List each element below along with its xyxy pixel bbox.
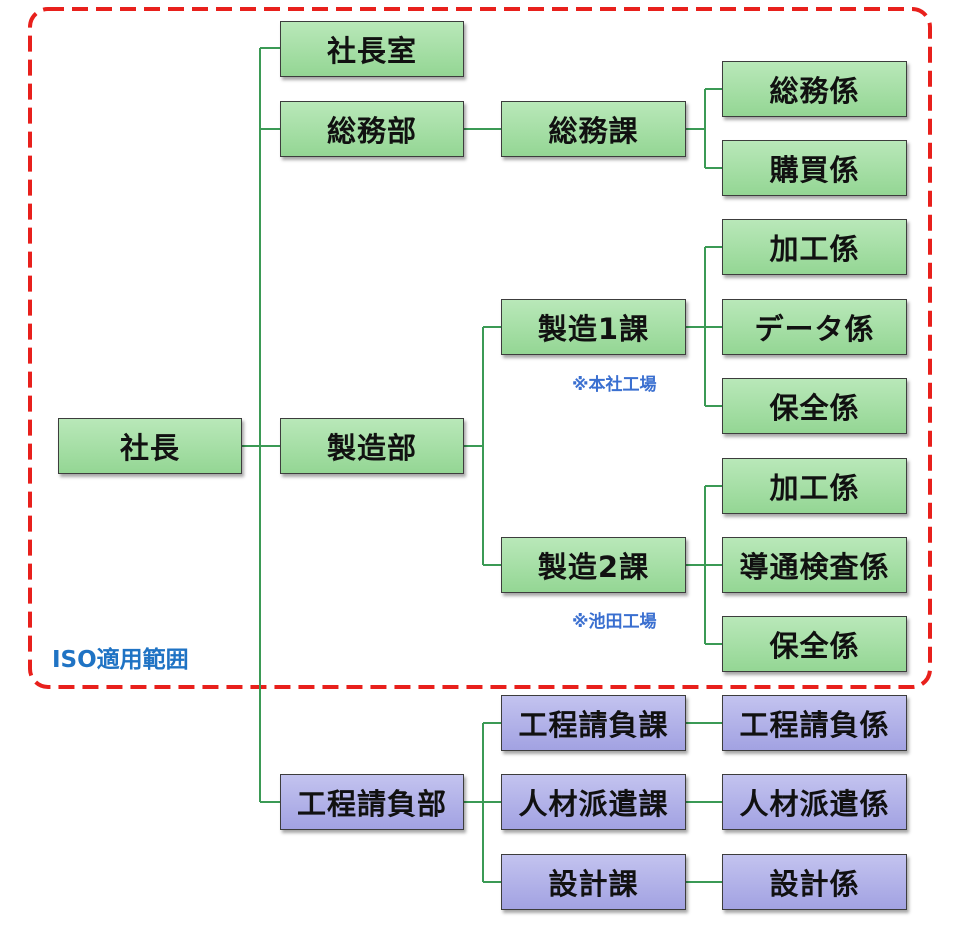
staffing-section-box: 人材派遣課	[501, 774, 686, 830]
executive-office-box: 社長室	[280, 21, 464, 77]
staffing-unit-box: 人材派遣係	[722, 774, 907, 830]
mfg2-maintenance-unit-box: 保全係	[722, 616, 907, 672]
mfg-section-1-note: ※本社工場	[572, 375, 657, 395]
mfg1-maintenance-unit-box: 保全係	[722, 378, 907, 434]
president-box: 社長	[58, 418, 242, 474]
mfg2-processing-unit-box: 加工係	[722, 458, 907, 514]
mfg-section-2-note: ※池田工場	[572, 612, 657, 632]
mfg-section-2-box: 製造2課	[501, 537, 686, 593]
general-affairs-unit-box: 総務係	[722, 61, 907, 117]
mfg-section-1-box: 製造1課	[501, 299, 686, 355]
iso-scope-label: ISO適用範囲	[52, 647, 189, 673]
manufacturing-dept-box: 製造部	[280, 418, 464, 474]
general-affairs-section-box: 総務課	[501, 101, 686, 157]
design-section-box: 設計課	[501, 854, 686, 910]
general-affairs-dept-box: 総務部	[280, 101, 464, 157]
mfg1-processing-unit-box: 加工係	[722, 219, 907, 275]
design-unit-box: 設計係	[722, 854, 907, 910]
purchasing-unit-box: 購買係	[722, 140, 907, 196]
contract-dept-box: 工程請負部	[280, 774, 464, 830]
mfg2-continuity-unit-box: 導通検査係	[722, 537, 907, 593]
mfg1-data-unit-box: データ係	[722, 299, 907, 355]
iso-scope-boundary	[28, 7, 932, 689]
contract-section-box: 工程請負課	[501, 695, 686, 751]
contract-unit-box: 工程請負係	[722, 695, 907, 751]
